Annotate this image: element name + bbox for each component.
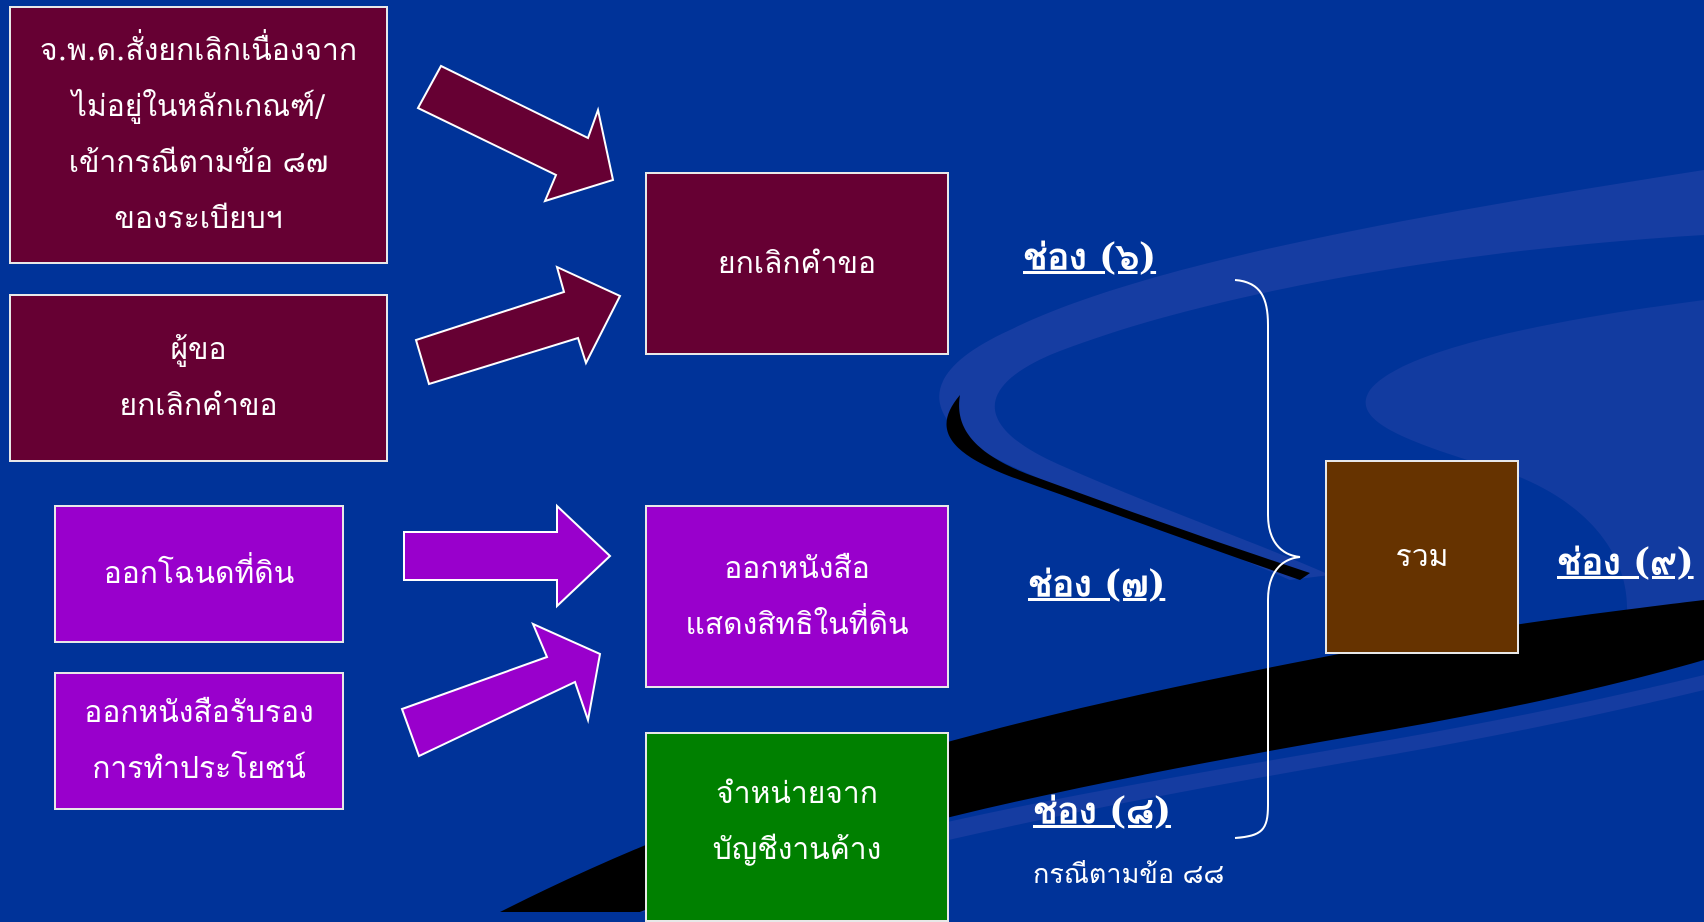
outcome-issue-land-rights-box: ออกหนังสือ แสดงสิทธิในที่ดิน bbox=[645, 505, 949, 688]
source-line: ไม่อยู่ในหลักเกณฑ์/ bbox=[71, 89, 326, 124]
source-line: ผู้ขอ bbox=[170, 332, 227, 367]
outcome-dispose-backlog-box: จำหน่ายจาก บัญชีงานค้าง bbox=[645, 732, 949, 922]
source-line: จ.พ.ด.สั่งยกเลิกเนื่องจาก bbox=[40, 33, 357, 68]
outcome-cancel-request-box: ยกเลิกคำขอ bbox=[645, 172, 949, 355]
outcome-line: ออกหนังสือ bbox=[724, 550, 870, 586]
source-cancel-by-official-box: จ.พ.ด.สั่งยกเลิกเนื่องจาก ไม่อยู่ในหลักเ… bbox=[9, 6, 388, 264]
source-line: ของระเบียบฯ bbox=[114, 201, 283, 236]
source-line: เข้ากรณีตามข้อ ๘๗ bbox=[68, 145, 329, 180]
total-label: รวม bbox=[1395, 539, 1449, 574]
total-box: รวม bbox=[1325, 460, 1519, 654]
source-line: ออกหนังสือรับรอง bbox=[84, 695, 314, 730]
column-7-label: ช่อง (๗) bbox=[1028, 563, 1166, 605]
column-6-label: ช่อง (๖) bbox=[1023, 236, 1157, 278]
swoosh-right-curve bbox=[1365, 300, 1704, 650]
outcome-line: ยกเลิกคำขอ bbox=[718, 245, 876, 281]
swoosh-bottom-blue bbox=[640, 675, 1704, 912]
outcome-line: แสดงสิทธิในที่ดิน bbox=[685, 606, 909, 642]
outcome-line: จำหน่ายจาก bbox=[716, 776, 878, 811]
column-8-note: กรณีตามข้อ ๘๘ bbox=[1033, 859, 1225, 890]
source-line: ยกเลิกคำขอ bbox=[119, 388, 278, 423]
column-9-label: ช่อง (๙) bbox=[1557, 541, 1694, 583]
source-line: การทำประโยชน์ bbox=[92, 751, 306, 786]
outcome-line: บัญชีงานค้าง bbox=[712, 832, 882, 867]
source-applicant-cancel-box: ผู้ขอ ยกเลิกคำขอ bbox=[9, 294, 388, 462]
source-issue-certificate-box: ออกหนังสือรับรอง การทำประโยชน์ bbox=[54, 672, 344, 810]
swoosh-light-band bbox=[939, 170, 1704, 580]
source-issue-title-deed-box: ออกโฉนดที่ดิน bbox=[54, 505, 344, 643]
column-8-label: ช่อง (๘) bbox=[1033, 790, 1172, 832]
source-line: ออกโฉนดที่ดิน bbox=[103, 556, 295, 591]
